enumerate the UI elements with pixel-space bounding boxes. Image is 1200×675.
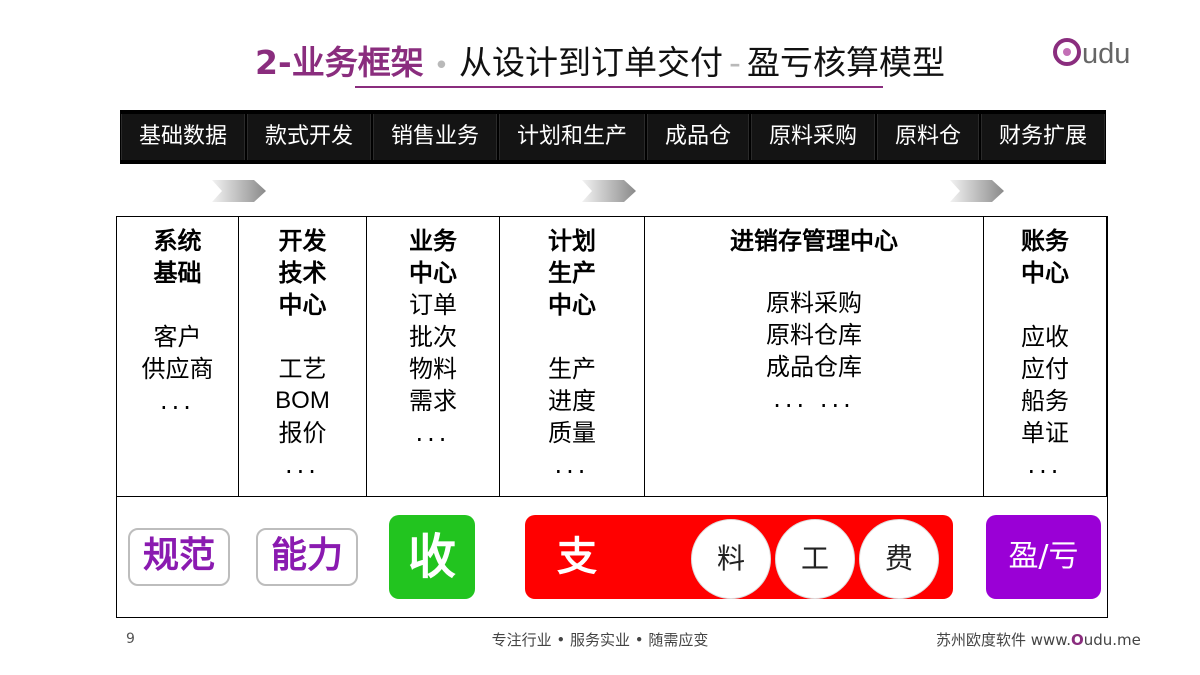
- nav-item-style-dev[interactable]: 款式开发: [247, 114, 371, 160]
- column-items: 应收 应付 船务 单证 ...: [1021, 323, 1069, 479]
- profit-loss-badge: 盈/亏: [986, 515, 1101, 599]
- column-system-basic: 系统 基础 客户 供应商 ...: [117, 217, 239, 497]
- column-items: 工艺 BOM 报价 ...: [275, 355, 330, 479]
- arrow-right-icon: [212, 180, 266, 202]
- column-header: 系统 基础: [153, 227, 202, 287]
- column-header: 进销存管理中心: [730, 227, 898, 255]
- pay-badge: 支 料 工 费: [525, 515, 953, 599]
- column-business: 业务 中心 订单 批次 物料 需求 ...: [367, 217, 500, 497]
- column-accounting: 账务 中心 应收 应付 船务 单证 ...: [984, 217, 1107, 497]
- spec-badge: 规范: [128, 528, 230, 586]
- column-planning: 计划 生产 中心 生产 进度 质量 ...: [500, 217, 645, 497]
- title-part2: 从设计到订单交付: [459, 43, 724, 82]
- slide-title: 2-业务框架 • 从设计到订单交付-盈亏核算模型: [0, 36, 1200, 84]
- framework-table: 系统 基础 客户 供应商 ... 开发 技术 中心 工艺 BOM 报价 ... …: [116, 216, 1108, 618]
- column-items: 原料采购 原料仓库 成品仓库 ... ...: [766, 289, 862, 413]
- nav-item-planning[interactable]: 计划和生产: [499, 114, 645, 160]
- title-dot: •: [433, 51, 450, 81]
- column-header: 账务 中心: [1021, 227, 1069, 287]
- column-items: 订单 批次 物料 需求 ...: [409, 291, 457, 447]
- nav-item-raw-purchase[interactable]: 原料采购: [751, 114, 875, 160]
- page-number: 9: [126, 631, 135, 647]
- logo-text: udu: [1082, 38, 1131, 70]
- pay-label: 支: [557, 534, 597, 580]
- title-separator: -: [729, 43, 741, 82]
- column-items: 客户 供应商 ...: [141, 323, 214, 415]
- ability-badge: 能力: [256, 528, 358, 586]
- oudu-logo: udu: [1053, 38, 1130, 71]
- footer-slogan: 专注行业 • 服务实业 • 随需应变: [491, 631, 709, 649]
- nav-item-sales[interactable]: 销售业务: [373, 114, 497, 160]
- logo-o-icon: [1053, 38, 1081, 66]
- nav-item-basic-data[interactable]: 基础数据: [121, 114, 245, 160]
- column-inventory: 进销存管理中心 原料采购 原料仓库 成品仓库 ... ...: [645, 217, 984, 497]
- arrow-right-icon: [582, 180, 636, 202]
- title-part1: 2-业务框架: [255, 43, 424, 82]
- nav-item-finance[interactable]: 财务扩展: [981, 114, 1105, 160]
- nav-item-finished-goods[interactable]: 成品仓: [647, 114, 749, 160]
- expense-circle: 费: [859, 519, 939, 599]
- column-dev-tech: 开发 技术 中心 工艺 BOM 报价 ...: [239, 217, 367, 497]
- column-header: 开发 技术 中心: [278, 227, 327, 319]
- title-underline: [355, 86, 883, 88]
- labor-circle: 工: [775, 519, 855, 599]
- material-circle: 料: [691, 519, 771, 599]
- title-part3: 盈亏核算模型: [746, 43, 945, 82]
- column-items: 生产 进度 质量 ...: [548, 355, 596, 479]
- nav-item-raw-warehouse[interactable]: 原料仓: [877, 114, 979, 160]
- column-header: 业务 中心: [409, 227, 457, 287]
- module-nav-bar: 基础数据 款式开发 销售业务 计划和生产 成品仓 原料采购 原料仓 财务扩展: [120, 110, 1106, 164]
- receive-badge: 收: [389, 515, 475, 599]
- column-header: 计划 生产 中心: [548, 227, 596, 319]
- arrow-right-icon: [950, 180, 1004, 202]
- table-divider: [117, 496, 1107, 497]
- footer-company: 苏州欧度软件 www.Oudu.me: [936, 631, 1141, 649]
